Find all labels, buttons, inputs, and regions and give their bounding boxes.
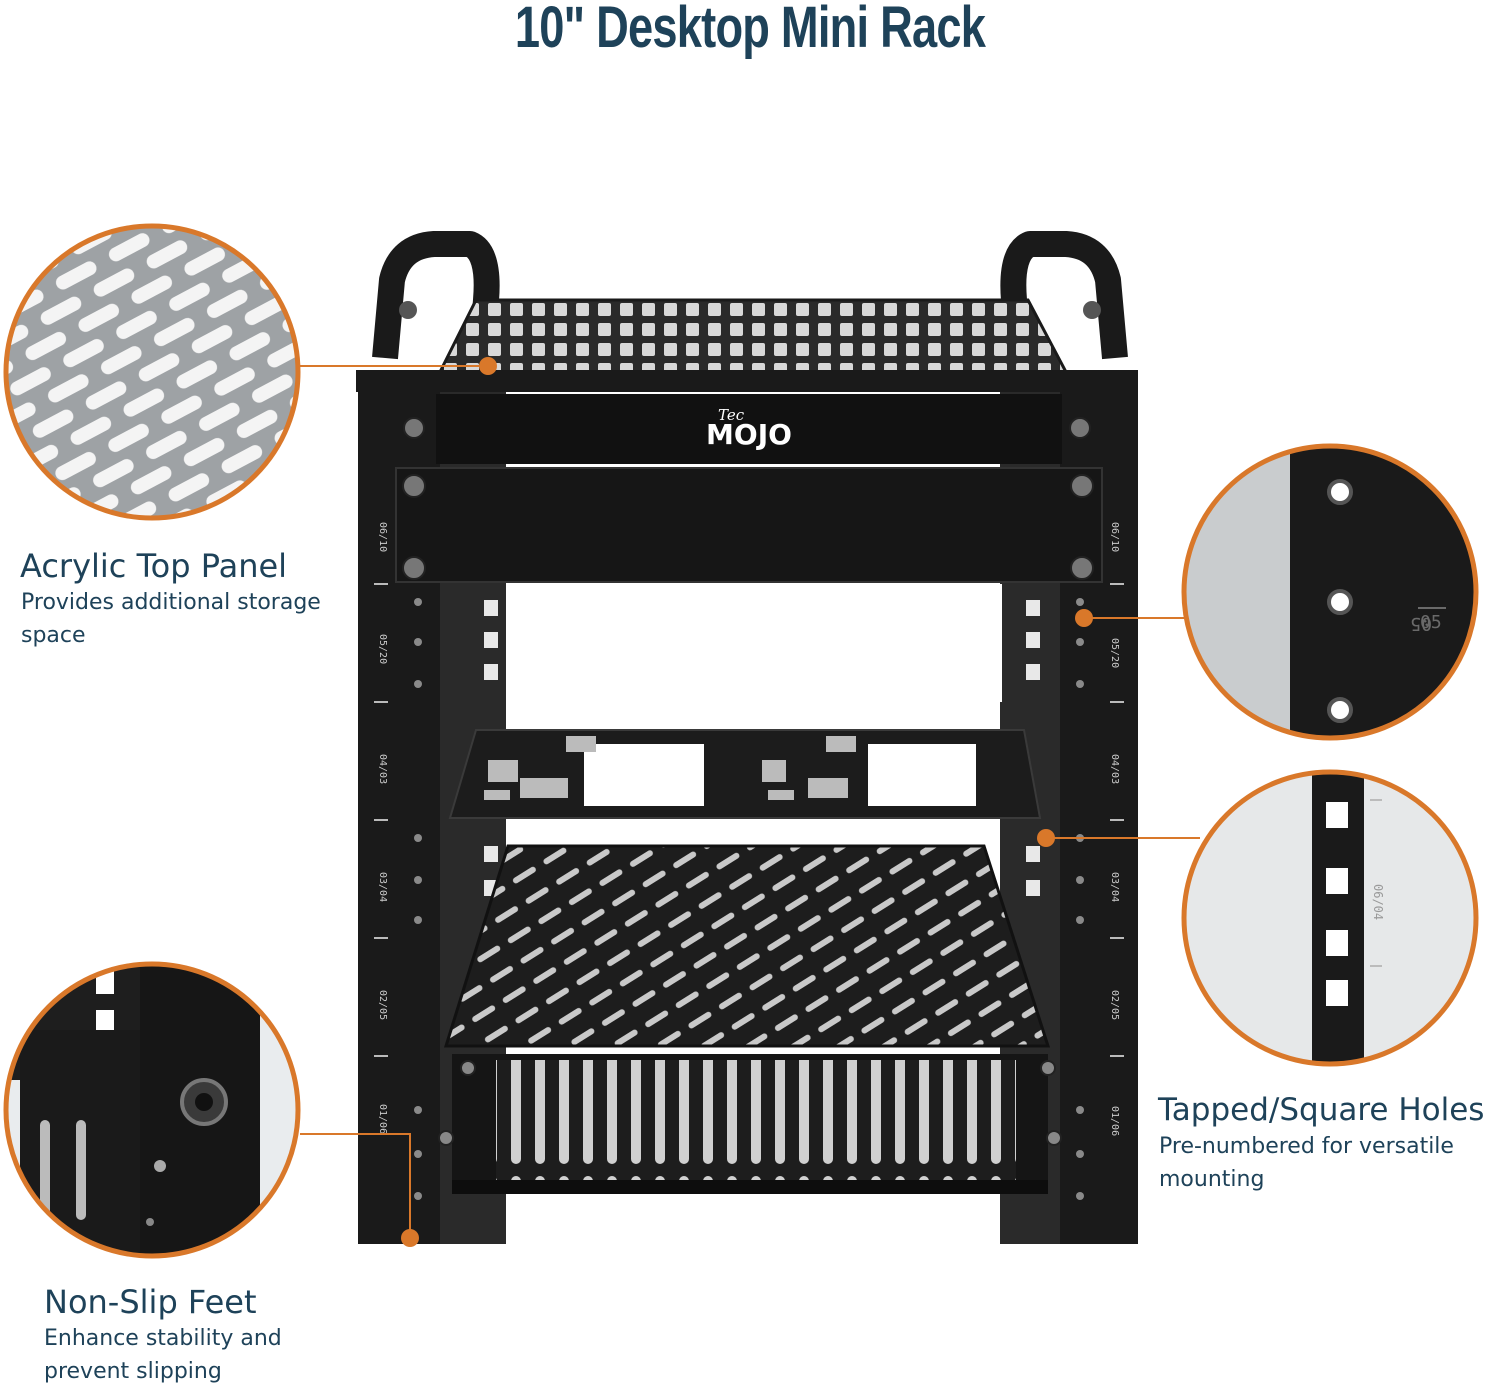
rack-number: 06/10 [1109, 522, 1120, 552]
top-panel-desc-line1: Provides additional storage [21, 590, 321, 615]
callout-dot-icon [1075, 609, 1093, 627]
rack [356, 231, 1138, 1244]
brand-panel [436, 394, 1062, 464]
brand-small: Tec [718, 406, 745, 424]
rack-number: 05/20 [1109, 638, 1120, 668]
rack-number: 02/05 [377, 990, 388, 1020]
feet-desc-line2: prevent slipping [44, 1359, 222, 1384]
rack-number: 02/05 [1109, 990, 1120, 1020]
feet-desc-line1: Enhance stability and [44, 1326, 282, 1351]
svg-text:06/04: 06/04 [1371, 884, 1385, 920]
rack-number: 04/03 [1109, 754, 1120, 784]
callout-dots [401, 357, 1093, 1247]
holes-desc-line2: mounting [1159, 1167, 1265, 1192]
holes-desc-line1: Pre-numbered for versatile [1159, 1134, 1454, 1159]
callout-dot-icon [1037, 829, 1055, 847]
rack-number: 01/06 [377, 1104, 388, 1134]
callout-lines [298, 365, 1200, 1238]
feet-title: Non-Slip Feet [44, 1283, 257, 1321]
top-panel-grill [437, 298, 1069, 374]
rack-unit-numbers: 06/10 06/10 05/20 05/20 04/03 04/03 03/0… [377, 522, 1120, 1136]
zoom-top-panel [6, 226, 298, 518]
svg-text:05: 05 [1410, 613, 1432, 634]
page-title: 10" Desktop Mini Rack [514, 0, 986, 60]
left-handle [372, 231, 500, 381]
rack-number: 06/10 [377, 522, 388, 552]
brand-logo: MOJO [706, 418, 792, 451]
right-handle [1000, 231, 1128, 381]
zoom-square-holes: 06/04 [1184, 772, 1476, 1064]
zoom-tapped-holes: 05 05 [1184, 446, 1476, 738]
holes-title: Tapped/Square Holes [1158, 1092, 1485, 1128]
top-panel-title: Acrylic Top Panel [20, 547, 288, 585]
rack-number: 03/04 [1109, 872, 1120, 902]
handle-screw-icon [399, 301, 417, 319]
callout-dot-icon [479, 357, 497, 375]
rack-number: 03/04 [377, 872, 388, 902]
blank-panel [395, 467, 1103, 583]
rack-number: 04/03 [377, 754, 388, 784]
zoom-feet [6, 964, 298, 1256]
rack-number: 01/06 [1109, 1106, 1120, 1136]
callout-dot-icon [401, 1229, 419, 1247]
vented-shelf [443, 844, 1051, 1048]
handle-screw-icon [1083, 301, 1101, 319]
top-panel-desc-line2: space [21, 623, 86, 648]
svg-text:05: 05 [1420, 612, 1442, 633]
rack-number: 05/20 [377, 634, 388, 664]
